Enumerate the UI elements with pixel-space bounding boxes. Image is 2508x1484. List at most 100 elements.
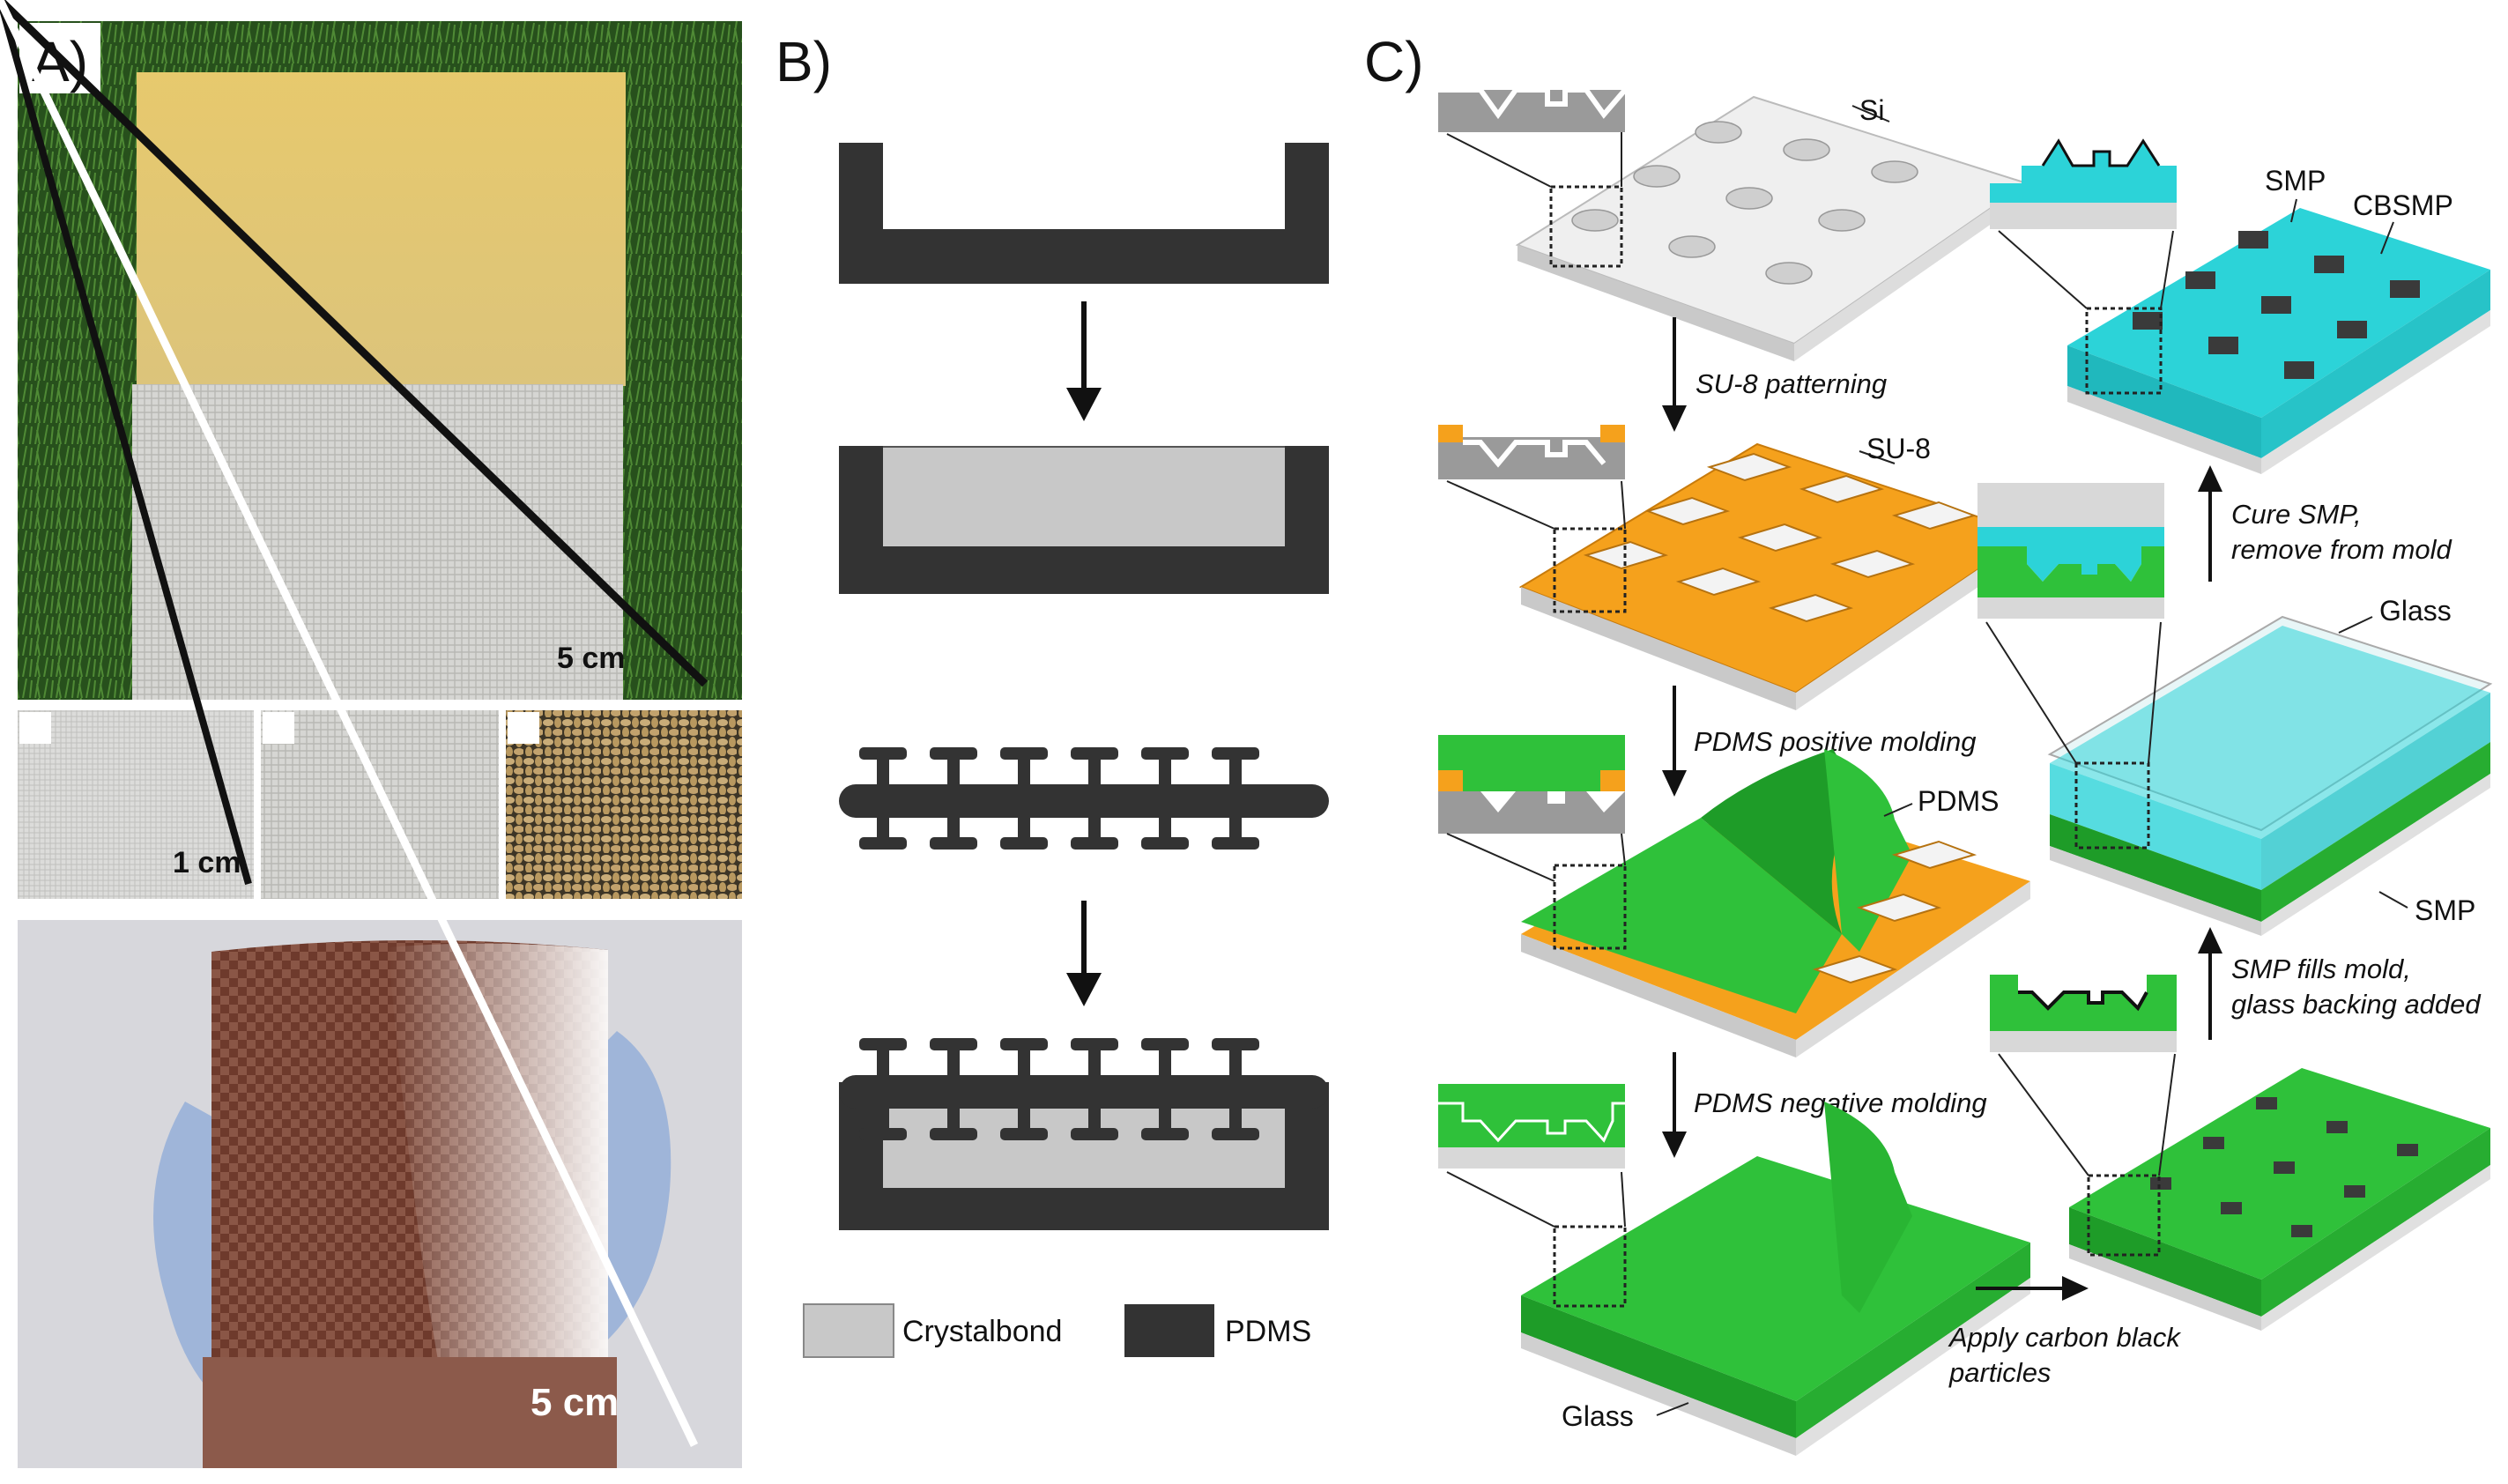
- inset-final-profile: [2041, 138, 2161, 167]
- callout-si-1: [1446, 133, 1552, 188]
- label-cbsmp-leader: [2380, 221, 2394, 255]
- label-glass-bottom-leader: [1656, 1402, 1689, 1416]
- step-pdms-positive: PDMS positive molding: [1694, 726, 1976, 757]
- legend-swatch-crystalbond: [803, 1303, 894, 1358]
- label-si: Si: [1859, 94, 1884, 126]
- step-carbon-line2: particles: [1948, 1357, 2051, 1388]
- callout-carbon-box: [2087, 1174, 2161, 1257]
- crystalbond-fill: [883, 446, 1285, 546]
- inset-final-glass: [1990, 203, 2177, 229]
- inset-fabric-1-tag: [19, 712, 51, 744]
- legend-label-crystalbond: Crystalbond: [902, 1315, 1062, 1348]
- legend-swatch-pdms: [1124, 1304, 1214, 1357]
- pdms-mold-assembled: [839, 1082, 1329, 1230]
- arrow-c2-head: [1662, 770, 1687, 797]
- label-pdms-leader: [1883, 803, 1913, 817]
- stack-pdms-negative: [1521, 1102, 2030, 1456]
- arrow-c4-head: [2062, 1276, 2089, 1301]
- inset-si-profile: [1438, 87, 1628, 120]
- inset-fabric-1: [18, 710, 254, 899]
- inset-smp-mold-glass: [1977, 597, 2164, 619]
- arrow-b2-head: [1066, 973, 1102, 1006]
- callout-pdms-neg-box: [1553, 1225, 1627, 1308]
- step-carbon-line1: Apply carbon black: [1948, 1322, 2181, 1353]
- stack-pdms-positive: [1521, 749, 2030, 1057]
- label-smp-right: SMP: [2415, 894, 2475, 926]
- callout-pdms-neg-1: [1446, 1171, 1555, 1228]
- stack-final-smp: [2067, 208, 2490, 474]
- inset-pdms-neg-profile: [1438, 1102, 1625, 1143]
- label-su8-leader: [1859, 450, 1896, 464]
- inset-pdms-pos-base: [1438, 791, 1625, 834]
- scale-bar-top: [0, 0, 709, 687]
- label-su8: SU-8: [1866, 433, 1931, 464]
- callout-pdms-pos-box: [1553, 864, 1627, 950]
- callout-smp-mold-box: [2074, 761, 2150, 850]
- callout-pdms-pos-1: [1446, 833, 1555, 882]
- inset-pdms-pos-green: [1438, 735, 1625, 791]
- inset-pdms-pos-orange-l: [1438, 770, 1463, 791]
- inset-fabric-2-tag: [263, 712, 294, 744]
- arrow-b1-head: [1066, 388, 1102, 421]
- label-glass-right: Glass: [2379, 595, 2452, 627]
- label-si-leader: [1851, 105, 1890, 122]
- inset-carbon-green: [1990, 975, 2177, 1031]
- scale-label-top: 5 cm: [557, 642, 626, 675]
- stack-smp-in-mold: [2047, 615, 2493, 936]
- inset-fabric-3: [506, 710, 742, 899]
- label-glass-bottom: Glass: [1562, 1400, 1634, 1432]
- callout-su8-2: [1621, 480, 1626, 530]
- step-smp-fills-line2: glass backing added: [2231, 989, 2482, 1020]
- label-smp-right-leader: [2378, 891, 2408, 909]
- stack-su8: [1518, 442, 2033, 710]
- label-pdms: PDMS: [1918, 785, 1999, 817]
- callout-si-box: [1549, 185, 1623, 268]
- step-su8-patterning: SU-8 patterning: [1695, 368, 1887, 399]
- callout-smp-mold-1: [1985, 621, 2077, 764]
- panel-c: C) Si SU-8 patterning: [1364, 30, 2493, 1456]
- callout-su8-1: [1446, 480, 1555, 530]
- inset-pdms-neg-glass: [1438, 1147, 1625, 1169]
- scale-label-bottom: 5 cm: [531, 1381, 619, 1424]
- arrow-c5-head: [2198, 927, 2222, 953]
- step-smp-fills-line1: SMP fills mold,: [2231, 953, 2411, 984]
- callout-pdms-neg-2: [1621, 1171, 1626, 1228]
- inset-carbon-profile: [2018, 991, 2148, 1012]
- label-glass-right-leader: [2338, 616, 2373, 634]
- inset-pdms-pos-orange-r: [1600, 770, 1625, 791]
- pdms-comb-top: [839, 747, 1329, 850]
- pdms-mold-empty: [839, 143, 1329, 284]
- legend-label-pdms: PDMS: [1225, 1315, 1311, 1348]
- pdms-comb-inserted: [839, 1038, 1329, 1140]
- callout-pdms-pos-2: [1621, 833, 1626, 866]
- inset-smp-mold-green: [1977, 546, 2164, 597]
- inset-smp-mold-top: [1977, 483, 2164, 527]
- panel-a: A) 5 cm 1 cm 5 cm: [0, 0, 742, 1468]
- panel-c-letter: C): [1364, 30, 1424, 93]
- inset-su8-right: [1600, 425, 1625, 442]
- callout-su8-box: [1553, 527, 1627, 613]
- callout-final-2: [2160, 230, 2174, 309]
- callout-smp-mold-2: [2148, 621, 2162, 764]
- scale-bar-bottom: [0, 0, 699, 1447]
- inset-smp-mold-cyan: [1977, 527, 2164, 582]
- callout-carbon-1: [1998, 1053, 2089, 1176]
- stack-carbon-black: [2069, 1068, 2490, 1331]
- inset-fabric-2: [261, 710, 499, 899]
- scale-bar-inset: [0, 0, 252, 886]
- photo-carbon-weave-bottom: [203, 1357, 617, 1468]
- scale-label-inset: 1 cm: [173, 846, 241, 879]
- panel-b: B): [775, 30, 1329, 1358]
- callout-carbon-2: [2158, 1053, 2176, 1176]
- arrow-c6-head: [2198, 465, 2222, 492]
- inset-pdms-neg-green: [1438, 1084, 1625, 1147]
- panel-b-letter: B): [775, 30, 832, 93]
- inset-si-cross-section: [1438, 90, 1625, 132]
- inset-su8-left: [1438, 425, 1463, 442]
- label-cbsmp: CBSMP: [2353, 189, 2453, 221]
- stack-si-wafer: [1515, 95, 2029, 361]
- crystalbond-assembled: [883, 1102, 1285, 1188]
- inset-fabric-3-tag: [508, 712, 539, 744]
- arrow-c1-head: [1662, 405, 1687, 432]
